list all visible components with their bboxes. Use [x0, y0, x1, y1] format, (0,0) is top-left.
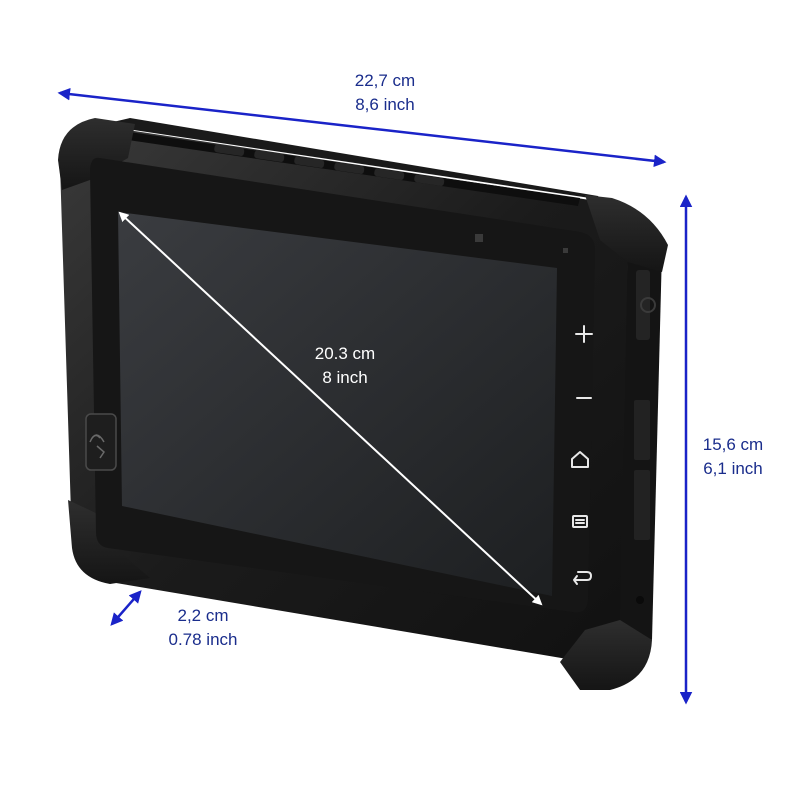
nfc-icon [89, 434, 105, 459]
home-icon[interactable] [571, 451, 589, 468]
height-cm-label: 15,6 cm [703, 435, 763, 454]
depth-cm-label: 2,2 cm [177, 606, 228, 625]
diagonal-cm-label: 20.3 cm [315, 344, 375, 363]
diagonal-inch-label: 8 inch [322, 368, 367, 387]
bumper-top-right [585, 195, 668, 272]
width-arrow [57, 87, 667, 168]
depth-arrow [110, 590, 142, 626]
side-ports [634, 270, 656, 604]
depth-inch-label: 0.78 inch [169, 630, 238, 649]
menu-icon[interactable] [572, 515, 588, 528]
bumper-bottom-right [560, 620, 652, 690]
plus-icon[interactable] [575, 325, 593, 343]
side-buttons [571, 325, 593, 585]
diagonal-arrow [118, 211, 543, 606]
tablet-device [58, 118, 668, 690]
front-camera [475, 234, 483, 242]
height-inch-label: 6,1 inch [703, 459, 763, 478]
width-inch-label: 8,6 inch [355, 95, 415, 114]
back-icon[interactable] [573, 571, 592, 585]
width-cm-label: 22,7 cm [355, 71, 415, 90]
nfc-reader [85, 413, 117, 471]
light-sensor [563, 248, 568, 253]
